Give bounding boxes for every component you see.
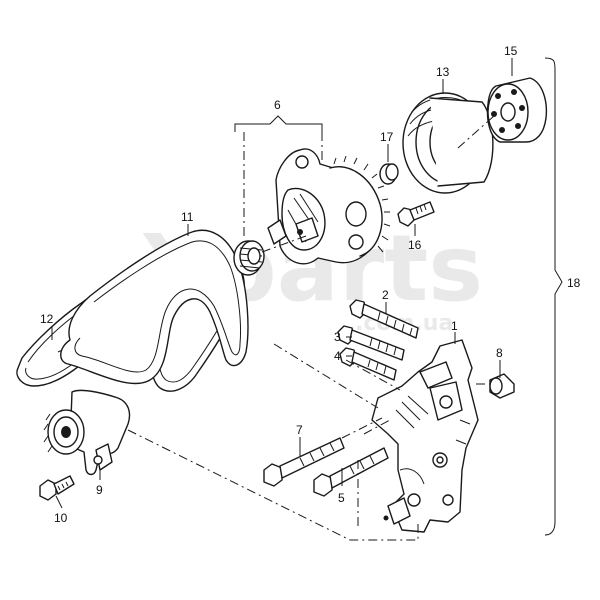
callout-6: 6 (274, 98, 281, 112)
bracket-6 (234, 115, 323, 132)
alternator (267, 148, 391, 265)
dash-alt-pulley (261, 235, 307, 253)
hub-15 (486, 77, 548, 143)
crank-pulley (402, 92, 494, 194)
dash-hub (457, 115, 495, 149)
bolt-2 (349, 299, 419, 339)
callout-18: 18 (567, 276, 581, 290)
dash-bolt5 (363, 419, 391, 435)
bushing-17 (379, 163, 399, 185)
callout-1: 1 (451, 319, 458, 333)
drive-belt (60, 229, 249, 385)
bolt-16 (397, 201, 435, 227)
dash-bolt4 (345, 359, 401, 391)
bushing-8 (489, 373, 515, 399)
callout-10: 10 (54, 511, 68, 525)
callout-8: 8 (496, 346, 503, 360)
callout-11: 11 (181, 210, 194, 224)
callout-17: 17 (380, 130, 394, 144)
callout-5: 5 (338, 491, 345, 505)
callout-13: 13 (436, 65, 450, 79)
mounting-bracket (371, 339, 479, 533)
callout-9: 9 (96, 483, 103, 497)
callout-15: 15 (504, 44, 518, 58)
dash-belt-bracket (273, 343, 379, 409)
callout-16: 16 (408, 238, 422, 252)
dash-bolt7 (341, 417, 383, 439)
callouts: 1 2 3 4 5 6 7 8 9 10 11 12 13 15 16 17 1… (40, 44, 581, 525)
callout-7: 7 (296, 423, 303, 437)
bolt-7 (263, 437, 345, 487)
bolt-5 (313, 447, 389, 497)
callout-3: 3 (334, 330, 341, 344)
callout-12: 12 (40, 312, 54, 326)
bracket-18 (544, 57, 563, 536)
tensioner (43, 389, 131, 476)
bolt-4 (339, 347, 397, 381)
dash-tensioner (127, 429, 419, 541)
bolt-10 (39, 475, 75, 501)
callout-4: 4 (334, 349, 341, 363)
leader-lines (51, 58, 513, 509)
alternator-pulley (233, 240, 265, 276)
callout-2: 2 (382, 288, 389, 302)
